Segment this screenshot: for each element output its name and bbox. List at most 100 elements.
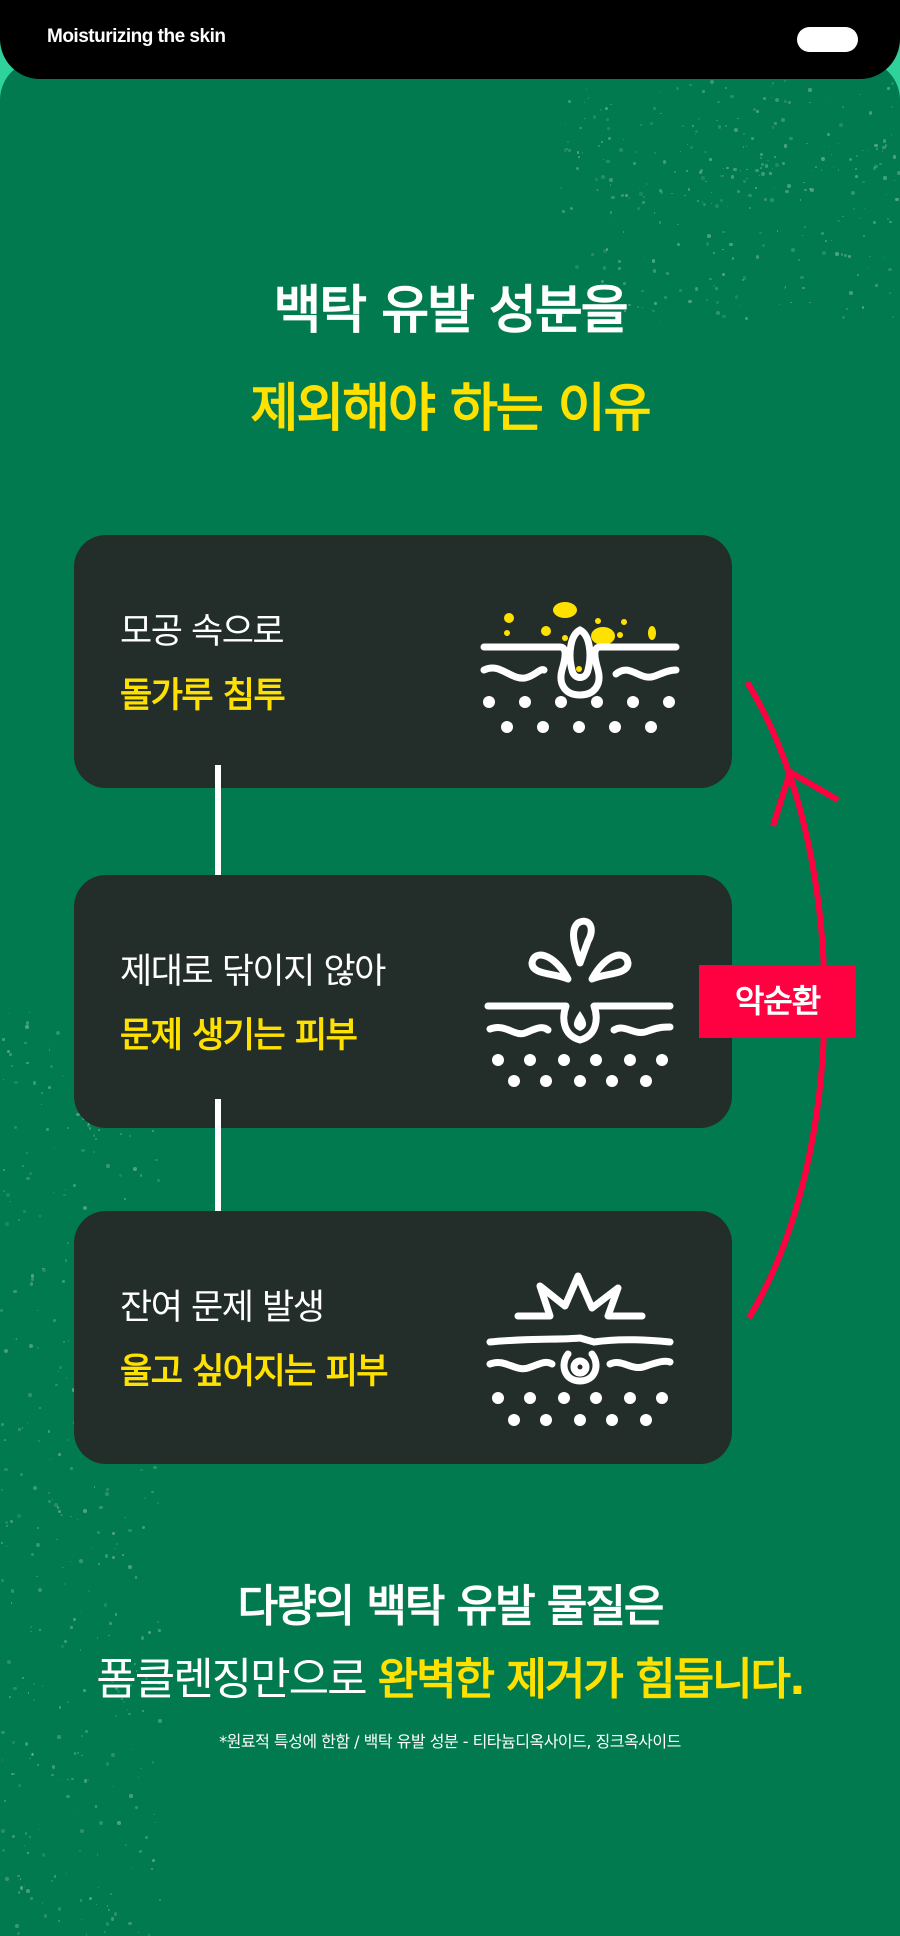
powder-speck xyxy=(132,1167,137,1171)
powder-speck xyxy=(81,1755,83,1757)
powder-speck xyxy=(760,162,764,166)
powder-speck xyxy=(775,98,779,102)
powder-speck xyxy=(859,217,861,220)
powder-speck xyxy=(58,1510,62,1514)
powder-speck xyxy=(783,79,786,83)
powder-speck xyxy=(694,287,698,291)
powder-speck xyxy=(128,1712,131,1716)
powder-speck xyxy=(5,1545,8,1547)
powder-speck xyxy=(709,277,712,281)
powder-speck xyxy=(156,1502,159,1505)
powder-speck xyxy=(659,92,661,94)
powder-speck xyxy=(760,152,764,156)
powder-speck xyxy=(724,125,728,128)
powder-speck xyxy=(752,107,757,112)
powder-speck xyxy=(897,171,900,175)
step-3-text: 잔여 문제 발생 xyxy=(120,1288,325,1328)
powder-speck xyxy=(701,200,704,203)
powder-speck xyxy=(154,1158,158,1162)
powder-speck xyxy=(57,1735,61,1739)
powder-speck xyxy=(121,1697,124,1700)
powder-speck xyxy=(827,132,831,136)
powder-speck xyxy=(600,109,603,112)
powder-speck xyxy=(139,1468,143,1472)
powder-speck xyxy=(63,1639,67,1644)
powder-speck xyxy=(57,1370,59,1373)
powder-speck xyxy=(128,1683,132,1687)
powder-speck xyxy=(861,306,864,309)
powder-speck xyxy=(36,1575,38,1578)
powder-speck xyxy=(5,1524,8,1527)
powder-speck xyxy=(106,1164,110,1168)
powder-speck xyxy=(1,1828,6,1833)
powder-speck xyxy=(72,1810,75,1812)
powder-speck xyxy=(780,118,785,123)
powder-speck xyxy=(845,308,848,311)
menu-pill-button[interactable] xyxy=(797,27,858,52)
powder-speck xyxy=(3,1349,8,1354)
powder-speck xyxy=(755,169,759,173)
powder-speck xyxy=(643,256,646,258)
powder-speck xyxy=(760,166,763,169)
powder-speck xyxy=(103,1603,108,1607)
powder-speck xyxy=(590,253,595,257)
powder-speck xyxy=(13,1338,16,1341)
powder-speck xyxy=(784,286,787,288)
powder-speck xyxy=(8,1012,10,1014)
powder-speck xyxy=(746,168,749,171)
powder-speck xyxy=(18,1428,22,1431)
powder-speck xyxy=(722,230,725,234)
powder-speck xyxy=(762,244,766,247)
powder-speck xyxy=(695,133,697,135)
powder-speck xyxy=(821,156,826,161)
powder-speck xyxy=(143,1496,147,1499)
powder-speck xyxy=(32,1081,36,1085)
powder-speck xyxy=(650,308,652,310)
powder-speck xyxy=(715,286,718,290)
powder-speck xyxy=(72,1183,77,1188)
powder-speck xyxy=(697,118,700,121)
powder-speck xyxy=(653,212,656,214)
powder-speck xyxy=(126,1692,129,1695)
powder-speck xyxy=(1,1542,4,1545)
powder-speck xyxy=(785,189,789,194)
powder-speck xyxy=(60,1513,64,1517)
powder-speck xyxy=(705,180,707,183)
powder-speck xyxy=(114,1686,118,1691)
powder-speck xyxy=(72,1617,77,1621)
powder-speck xyxy=(79,1898,83,1902)
powder-speck xyxy=(862,149,864,152)
powder-speck xyxy=(742,279,745,282)
powder-speck xyxy=(13,1687,17,1691)
powder-speck xyxy=(62,1566,64,1568)
powder-speck xyxy=(38,1215,41,1217)
powder-speck xyxy=(892,315,894,318)
powder-speck xyxy=(1,1194,3,1196)
powder-speck xyxy=(78,1849,82,1853)
powder-speck xyxy=(617,266,621,270)
powder-speck xyxy=(776,230,779,232)
powder-speck xyxy=(770,85,772,88)
powder-speck xyxy=(151,1490,154,1494)
powder-speck xyxy=(705,242,710,246)
powder-speck xyxy=(108,1909,111,1912)
powder-speck xyxy=(568,149,572,153)
powder-speck xyxy=(51,1880,53,1882)
powder-speck xyxy=(70,1515,72,1518)
powder-speck xyxy=(637,305,640,308)
powder-speck xyxy=(748,194,752,198)
powder-speck xyxy=(577,151,580,154)
powder-speck xyxy=(618,260,622,264)
powder-speck xyxy=(54,1383,58,1387)
powder-speck xyxy=(721,248,724,251)
powder-speck xyxy=(14,1080,18,1085)
powder-speck xyxy=(0,1309,4,1313)
powder-speck xyxy=(64,1189,66,1191)
powder-speck xyxy=(128,1565,132,1569)
powder-speck xyxy=(41,1853,45,1857)
powder-speck xyxy=(600,279,605,284)
powder-speck xyxy=(874,164,878,169)
powder-speck xyxy=(595,177,599,182)
powder-speck xyxy=(117,1821,121,1826)
powder-speck xyxy=(65,1872,67,1875)
